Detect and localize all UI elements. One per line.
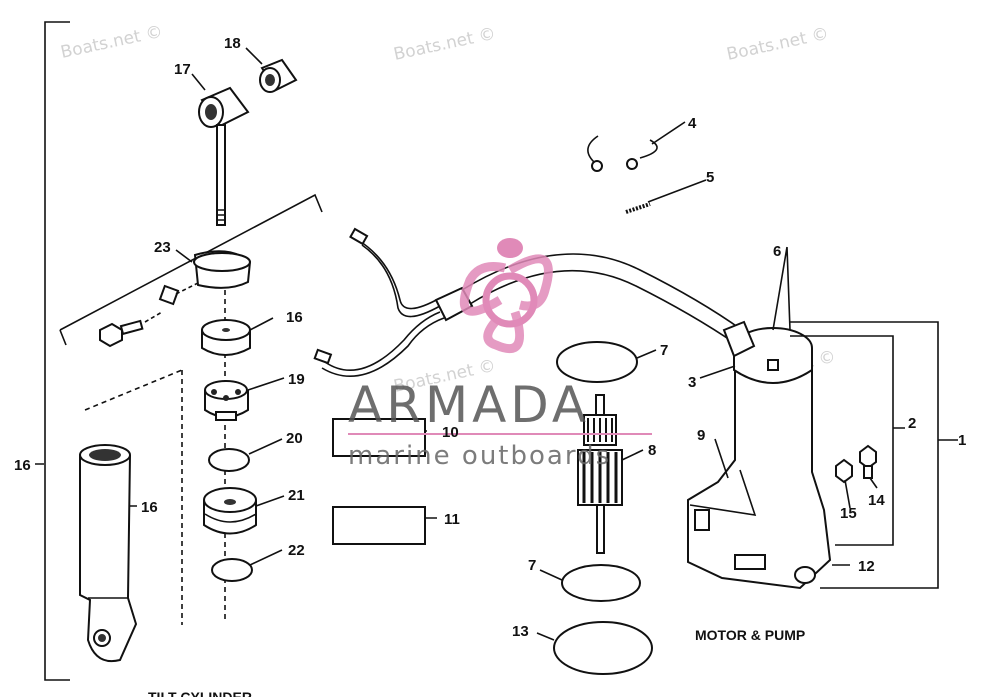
callout-7: 7 xyxy=(528,557,536,574)
part-21-piston xyxy=(203,487,257,535)
propeller-logo xyxy=(459,238,553,354)
motor-pump-caption: MOTOR & PUMP xyxy=(695,627,805,643)
part-10-card xyxy=(332,418,426,457)
part-13-o-ring xyxy=(553,621,653,675)
assembly-line xyxy=(84,369,183,411)
callout-7: 7 xyxy=(660,342,668,359)
part-18-bushing xyxy=(259,58,298,93)
callout-21: 21 xyxy=(288,487,305,504)
callout-13: 13 xyxy=(512,623,529,640)
watermark: Boats.net © xyxy=(392,24,498,65)
callout-19: 19 xyxy=(288,371,305,388)
assembly-bracket xyxy=(790,321,939,589)
tilt-cylinder-caption: TILT CYLINDER xyxy=(148,689,252,697)
callout-3: 3 xyxy=(688,374,696,391)
part-14-bolt xyxy=(859,444,877,479)
callout-23: 23 xyxy=(154,239,171,256)
assembly-bracket xyxy=(44,21,70,681)
part-15-nut xyxy=(835,458,853,484)
part-20-o-ring xyxy=(208,448,250,472)
group-frame xyxy=(59,193,323,331)
group-frame xyxy=(59,329,67,346)
callout-14: 14 xyxy=(868,492,885,509)
motor-pump-assembly xyxy=(687,320,832,590)
leader-line xyxy=(35,47,958,641)
part-7-o-ring-upper xyxy=(556,341,638,383)
callout-9: 9 xyxy=(697,427,705,444)
part-19-valve xyxy=(204,380,249,421)
callout-8: 8 xyxy=(648,442,656,459)
watermark: Boats.net © xyxy=(59,22,165,63)
callout-15: 15 xyxy=(840,505,857,522)
part-16-tilt-cylinder xyxy=(79,444,138,662)
watermark: Boats.net © xyxy=(725,24,831,65)
part-22-o-ring xyxy=(211,558,253,582)
callout-5: 5 xyxy=(706,169,714,186)
part-5-spring xyxy=(625,202,651,214)
callout-22: 22 xyxy=(288,542,305,559)
part-8-armature xyxy=(577,394,623,554)
callout-11: 11 xyxy=(444,511,460,528)
callout-16: 16 xyxy=(14,457,31,474)
part-7-o-ring-lower xyxy=(561,564,641,602)
assembly-bracket xyxy=(790,335,894,546)
callout-12: 12 xyxy=(858,558,875,575)
callout-17: 17 xyxy=(174,61,191,78)
part-4-clips xyxy=(587,135,658,172)
callout-1: 1 xyxy=(958,432,966,449)
callout-16: 16 xyxy=(141,499,158,516)
callout-4: 4 xyxy=(688,115,697,132)
part-17-pin xyxy=(198,86,250,226)
callout-10: 10 xyxy=(442,424,459,441)
callout-6: 6 xyxy=(773,243,781,260)
callout-2: 2 xyxy=(908,415,916,432)
part-16-piston xyxy=(201,319,251,356)
bolt xyxy=(99,311,163,348)
part-11-card xyxy=(332,506,426,545)
callout-20: 20 xyxy=(286,430,303,447)
brand-subtitle: marine outboards xyxy=(348,441,611,471)
callout-16: 16 xyxy=(286,309,303,326)
part-23-clamp xyxy=(158,250,252,306)
callout-18: 18 xyxy=(224,35,241,52)
brand-name: ARMADA xyxy=(348,376,590,434)
